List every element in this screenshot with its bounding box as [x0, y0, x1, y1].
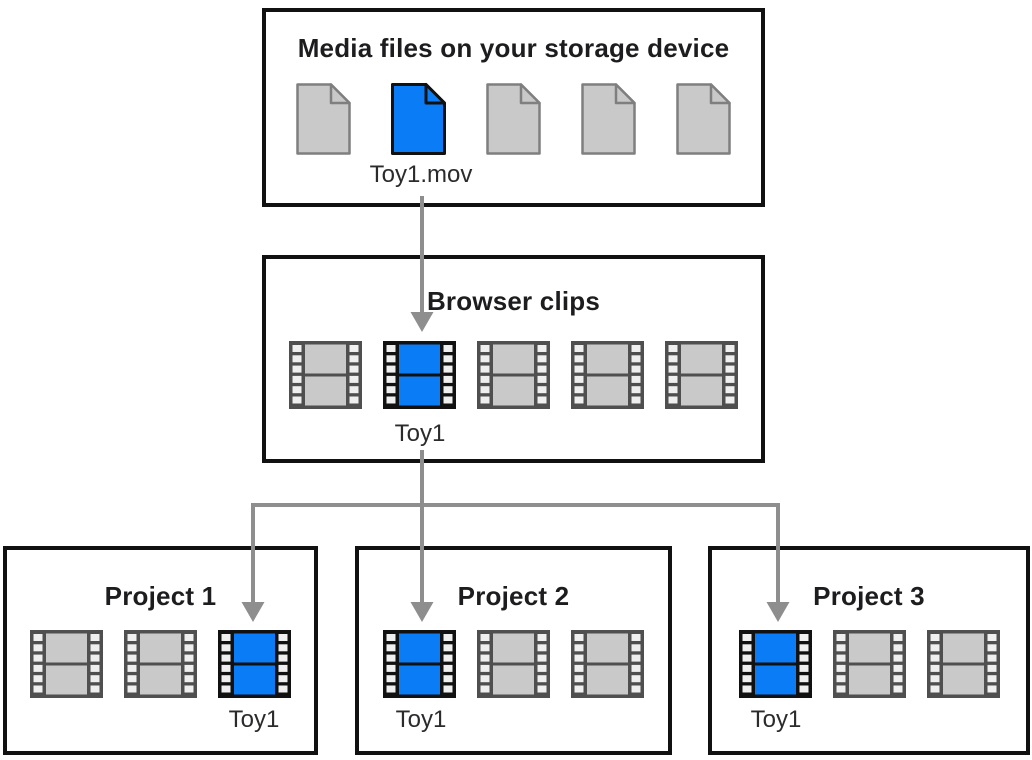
- document-icon: [581, 83, 636, 155]
- browser-clips-box: Browser clips: [262, 255, 765, 463]
- project-2-selected-clip-label: Toy1: [395, 706, 447, 733]
- project-3-box: Project 3: [708, 546, 1030, 755]
- project-3-clip-row: [712, 630, 1026, 698]
- project-1-selected-clip-label: Toy1: [228, 706, 280, 733]
- filmstrip-icon: [665, 341, 738, 409]
- document-icon: [486, 83, 541, 155]
- project-2-title: Project 2: [457, 581, 570, 611]
- project-3-selected-clip-label: Toy1: [750, 706, 802, 733]
- filmstrip-icon: [926, 630, 1000, 698]
- browser-box-title: Browser clips: [426, 286, 601, 316]
- filmstrip-icon: [571, 341, 644, 409]
- project-1-title: Project 1: [104, 581, 217, 611]
- project-1-box: Project 1: [3, 546, 318, 755]
- selected-filmstrip-icon: [738, 630, 812, 698]
- selected-file-label: Toy1.mov: [369, 161, 473, 188]
- selected-filmstrip-icon: [383, 341, 456, 409]
- storage-box-title: Media files on your storage device: [297, 33, 730, 63]
- document-icon: [676, 83, 731, 155]
- filmstrip-icon: [832, 630, 906, 698]
- document-icon: [296, 83, 351, 155]
- project-1-clip-row: [7, 630, 314, 698]
- filmstrip-icon: [289, 341, 362, 409]
- storage-file-row: [266, 82, 761, 156]
- filmstrip-icon: [124, 630, 197, 698]
- storage-box: Media files on your storage device Toy1.…: [262, 8, 765, 207]
- selected-document-icon: [391, 83, 446, 155]
- selected-filmstrip-icon: [218, 630, 291, 698]
- project-3-title: Project 3: [813, 581, 925, 611]
- browser-clip-row: [266, 341, 761, 409]
- filmstrip-icon: [477, 630, 550, 698]
- filmstrip-icon: [30, 630, 103, 698]
- selected-filmstrip-icon: [383, 630, 456, 698]
- filmstrip-icon: [477, 341, 550, 409]
- selected-clip-label: Toy1: [394, 420, 446, 447]
- filmstrip-icon: [571, 630, 644, 698]
- project-2-box: Project 2: [355, 546, 672, 755]
- project-2-clip-row: [359, 630, 668, 698]
